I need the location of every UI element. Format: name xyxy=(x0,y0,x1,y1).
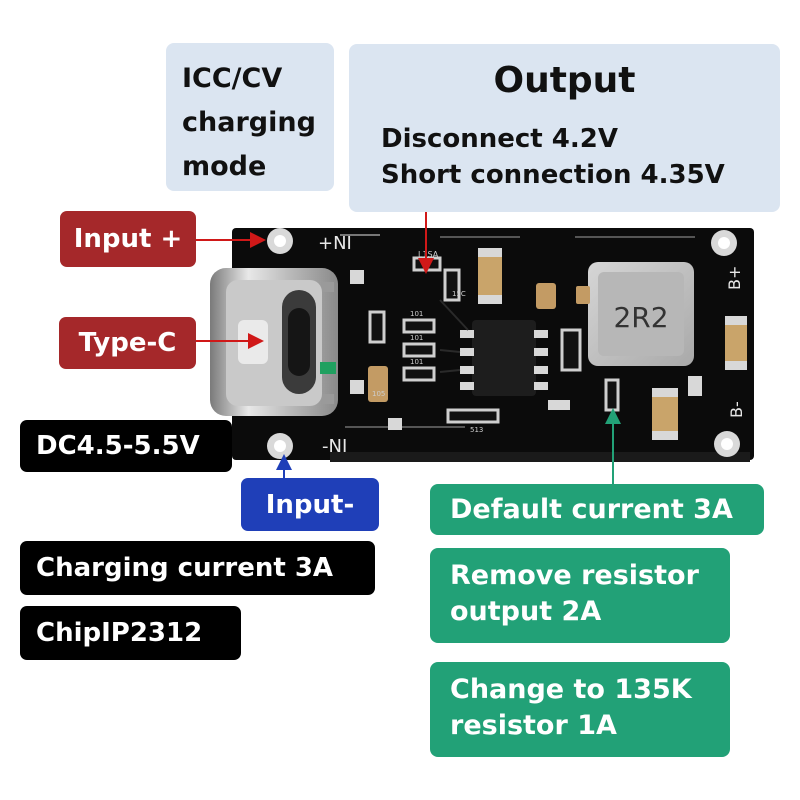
resistor xyxy=(443,268,461,302)
silk-plus-ni: +NI xyxy=(318,233,352,254)
capacitor xyxy=(725,316,747,370)
resistor xyxy=(604,378,620,412)
ic-chip xyxy=(460,320,548,396)
capacitor xyxy=(576,286,590,304)
silk-mark: 101 xyxy=(410,310,423,318)
silk-mark: L1SA xyxy=(418,250,439,259)
silk-b-minus: B- xyxy=(727,401,746,418)
change-resistor-label: Change to 135K resistor 1A xyxy=(430,662,730,757)
remove-resistor-line: Remove resistor xyxy=(450,560,699,591)
mode-line: mode xyxy=(182,151,267,182)
output-line: Disconnect 4.2V xyxy=(381,124,618,154)
change-resistor-line: resistor 1A xyxy=(450,710,617,741)
capacitor xyxy=(478,248,502,304)
inductor: 2R2 xyxy=(588,262,694,366)
resistor xyxy=(368,310,386,344)
usb-c-connector xyxy=(210,268,338,416)
type-c-label: Type-C xyxy=(59,317,196,369)
silk-minus-ni: -NI xyxy=(322,436,347,457)
output-line: Short connection 4.35V xyxy=(381,160,725,190)
inductor-mark: 2R2 xyxy=(613,301,668,334)
remove-resistor-label: Remove resistor output 2A xyxy=(430,548,730,643)
chip-label: ChipIP2312 xyxy=(20,606,241,660)
capacitor xyxy=(652,388,678,440)
capacitor xyxy=(536,283,556,309)
mode-line: ICC/CV xyxy=(182,63,283,94)
input-minus-label: Input- xyxy=(241,478,379,531)
resistor xyxy=(402,366,436,382)
silk-b-plus: B+ xyxy=(725,266,744,290)
silk-mark: 105 xyxy=(372,390,385,398)
input-plus-label: Input + xyxy=(60,211,196,267)
resistor xyxy=(402,342,436,358)
charging-mode-box: ICC/CV charging mode xyxy=(166,43,334,191)
resistor xyxy=(402,318,436,334)
output-box: Output Disconnect 4.2V Short connection … xyxy=(349,44,780,212)
silk-mark: 15C xyxy=(452,290,466,298)
change-resistor-line: Change to 135K xyxy=(450,674,692,705)
capacitor xyxy=(368,366,388,402)
silk-mark: 513 xyxy=(470,426,483,434)
mode-line: charging xyxy=(182,107,316,138)
charging-current-label: Charging current 3A xyxy=(20,541,375,595)
silk-mark: 101 xyxy=(410,358,423,366)
output-title: Output xyxy=(493,60,636,101)
resistor xyxy=(446,408,500,424)
dc-range-label: DC4.5-5.5V xyxy=(20,420,232,472)
silk-mark: 101 xyxy=(410,334,423,342)
default-current-label: Default current 3A xyxy=(430,484,764,535)
default-current-text: Default current 3A xyxy=(450,494,733,525)
remove-resistor-line: output 2A xyxy=(450,596,602,627)
